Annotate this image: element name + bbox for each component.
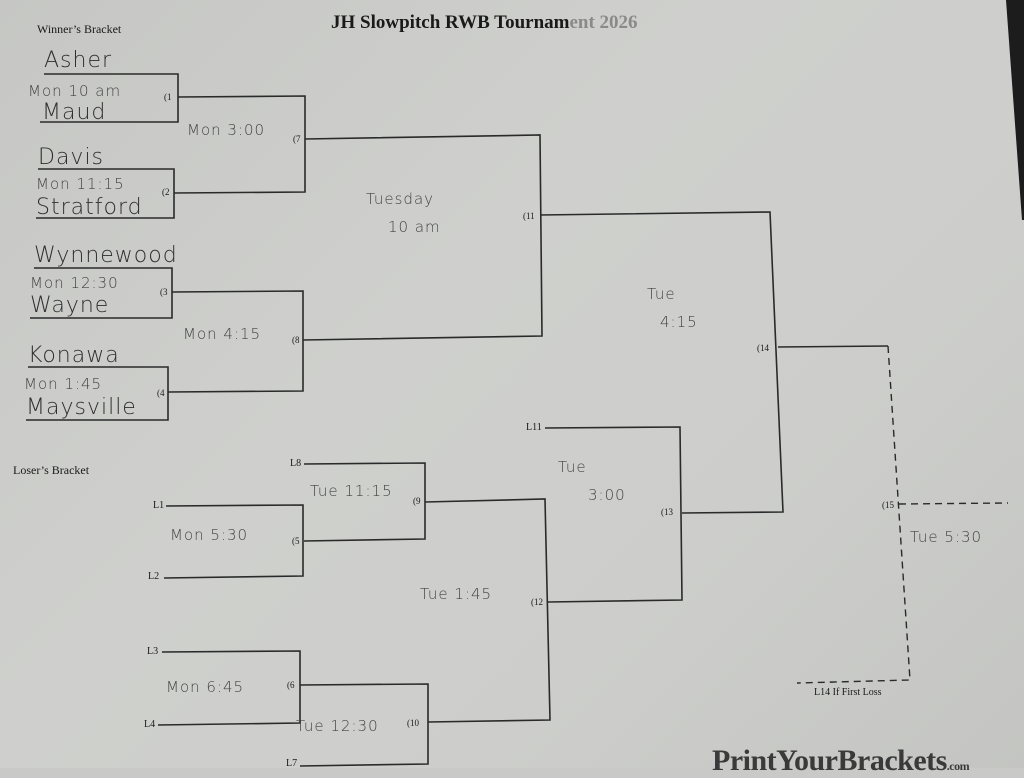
game-number-15: (15 — [882, 500, 894, 510]
team-konawa: Konawa — [28, 343, 120, 368]
seed-l4: L4 — [144, 719, 156, 730]
game-number-1: (1 — [164, 92, 172, 102]
losers-bracket-label: Loser’s Bracket — [13, 463, 90, 477]
team-maysville: Maysville — [26, 395, 137, 420]
game-4-time: Mon 1:45 — [24, 375, 103, 393]
game-8-time: Mon 4:15 — [183, 325, 262, 343]
game-15-time: Tue 5:30 — [910, 528, 983, 546]
team-asher: Asher — [44, 48, 113, 73]
game-11-time-day: Tuesday — [366, 190, 435, 208]
team-wayne: Wayne — [30, 293, 110, 318]
team-wynnewood: Wynnewood — [34, 243, 178, 268]
seed-l2: L2 — [148, 571, 160, 582]
game-1-time: Mon 10 am — [28, 82, 122, 100]
game-14-time-hour: 4:15 — [660, 313, 698, 331]
team-davis: Davis — [38, 145, 105, 170]
game-number-9: (9 — [413, 496, 421, 506]
if-first-loss-label: L14 If First Loss — [814, 687, 882, 698]
game-number-2: (2 — [162, 187, 170, 197]
table-background-edge — [1006, 0, 1024, 220]
game-number-7: (7 — [293, 134, 301, 144]
game-3-time: Mon 12:30 — [30, 274, 119, 292]
game-13-time-hour: 3:00 — [588, 486, 626, 504]
winners-bracket-label: Winner’s Bracket — [37, 22, 122, 36]
game-2-time: Mon 11:15 — [36, 175, 125, 193]
game-number-6: (6 — [287, 680, 295, 690]
game-14-time-day: Tue — [647, 285, 676, 303]
seed-l8: L8 — [290, 458, 302, 469]
game-number-5: (5 — [292, 536, 300, 546]
game-9-time: Tue 11:15 — [310, 482, 393, 500]
game-number-14: (14 — [757, 343, 769, 353]
seed-l7: L7 — [286, 758, 298, 769]
seed-l11: L11 — [526, 422, 542, 433]
game-number-3: (3 — [160, 287, 168, 297]
seed-l1: L1 — [153, 500, 165, 511]
printyourbrackets-logo: PrintYourBrackets.com — [712, 744, 970, 777]
game-7-time: Mon 3:00 — [187, 121, 266, 139]
game-number-13: (13 — [661, 507, 673, 517]
game-10-time: Tue 12:30 — [296, 717, 379, 735]
game-11-time-hour: 10 am — [388, 218, 441, 236]
game-number-12: (12 — [531, 597, 543, 607]
game-6-time: Mon 6:45 — [166, 678, 245, 696]
game-13-time-day: Tue — [558, 458, 587, 476]
seed-l3: L3 — [147, 646, 159, 657]
team-maud: Maud — [42, 100, 107, 125]
game-number-11: (11 — [523, 211, 535, 221]
game-12-time: Tue 1:45 — [420, 585, 493, 603]
game-number-8: (8 — [292, 335, 300, 345]
game-5-time: Mon 5:30 — [170, 526, 249, 544]
page-title: JH Slowpitch RWB Tournament 2026 — [331, 12, 638, 33]
team-stratford: Stratford — [36, 195, 143, 220]
game-number-4: (4 — [157, 388, 165, 398]
game-number-10: (10 — [407, 718, 419, 728]
